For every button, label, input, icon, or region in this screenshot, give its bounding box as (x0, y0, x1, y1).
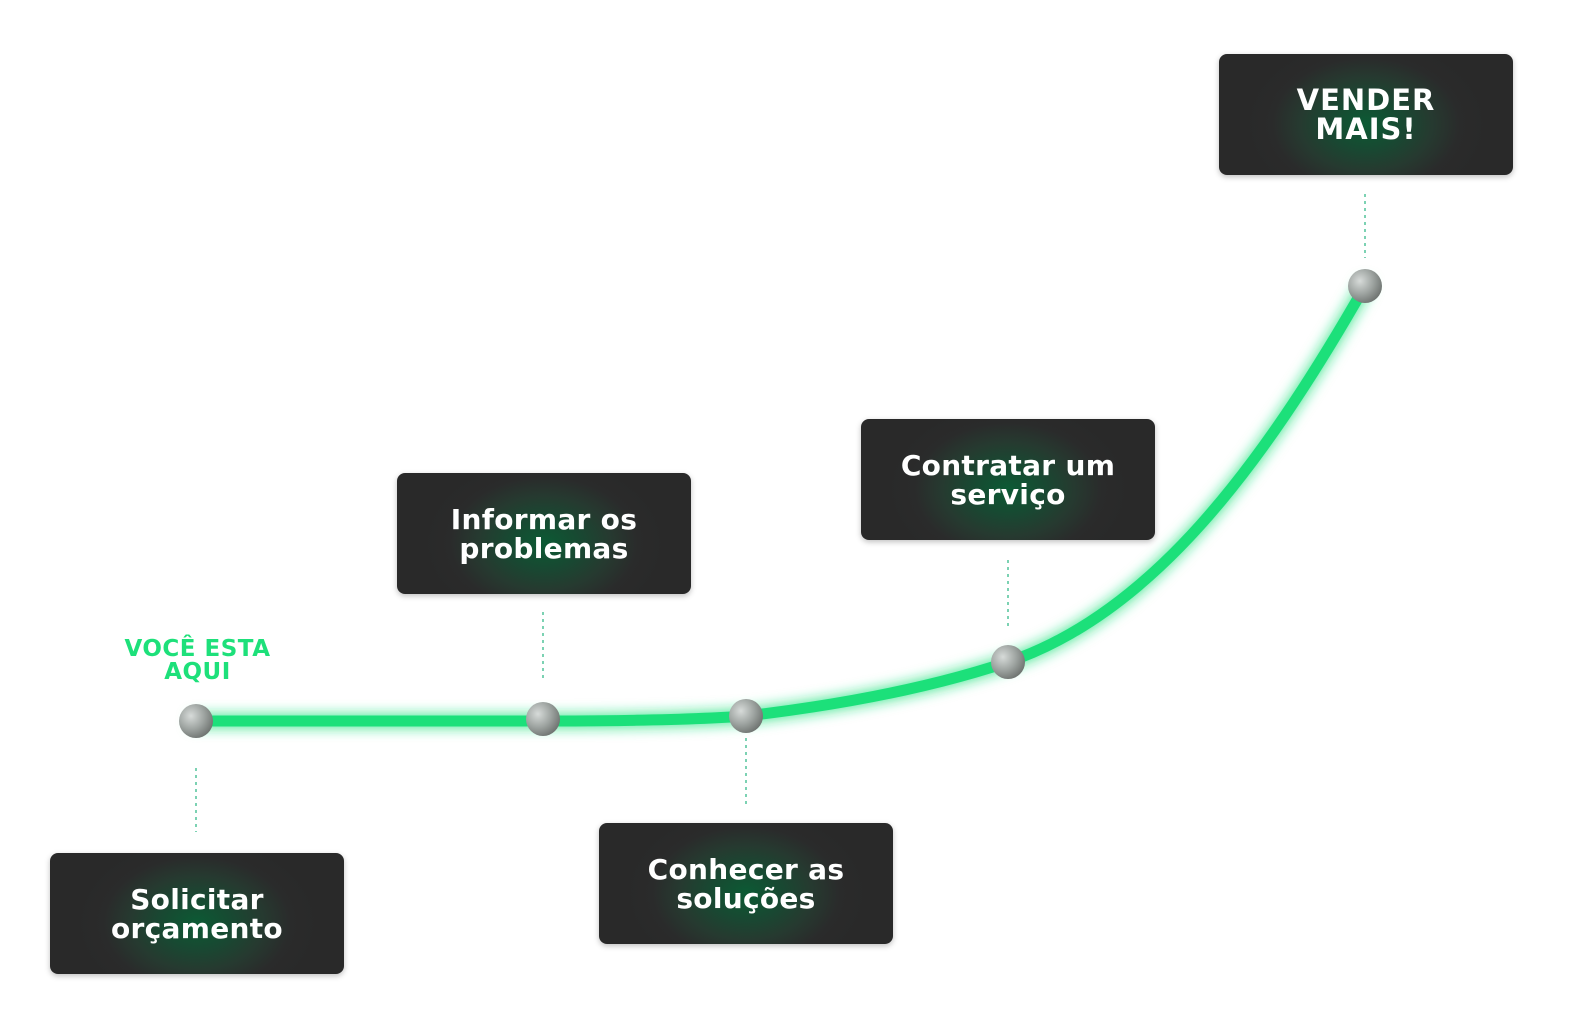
step-label-conhecer: Conhecer as soluções (647, 852, 845, 915)
step-label-contratar: Contratar um serviço (900, 448, 1116, 511)
node-contratar (991, 645, 1025, 679)
step-box-solicitar: Solicitar orçamento (50, 853, 344, 974)
growth-curve-line (190, 280, 1371, 727)
step-box-vender: VENDER MAIS! (1219, 54, 1513, 175)
step-label-vender: VENDER MAIS! (1296, 82, 1436, 146)
node-solicitar (179, 704, 213, 738)
step-box-conhecer: Conhecer as soluções (599, 823, 893, 944)
you-are-here-label: VOCÊ ESTA AQUI (124, 636, 271, 685)
node-vender (1348, 269, 1382, 303)
node-informar (526, 702, 560, 736)
step-label-informar: Informar os problemas (450, 502, 638, 565)
step-box-informar: Informar os problemas (397, 473, 691, 594)
step-box-contratar: Contratar um serviço (861, 419, 1155, 540)
node-conhecer (729, 699, 763, 733)
step-label-solicitar: Solicitar orçamento (111, 882, 283, 945)
